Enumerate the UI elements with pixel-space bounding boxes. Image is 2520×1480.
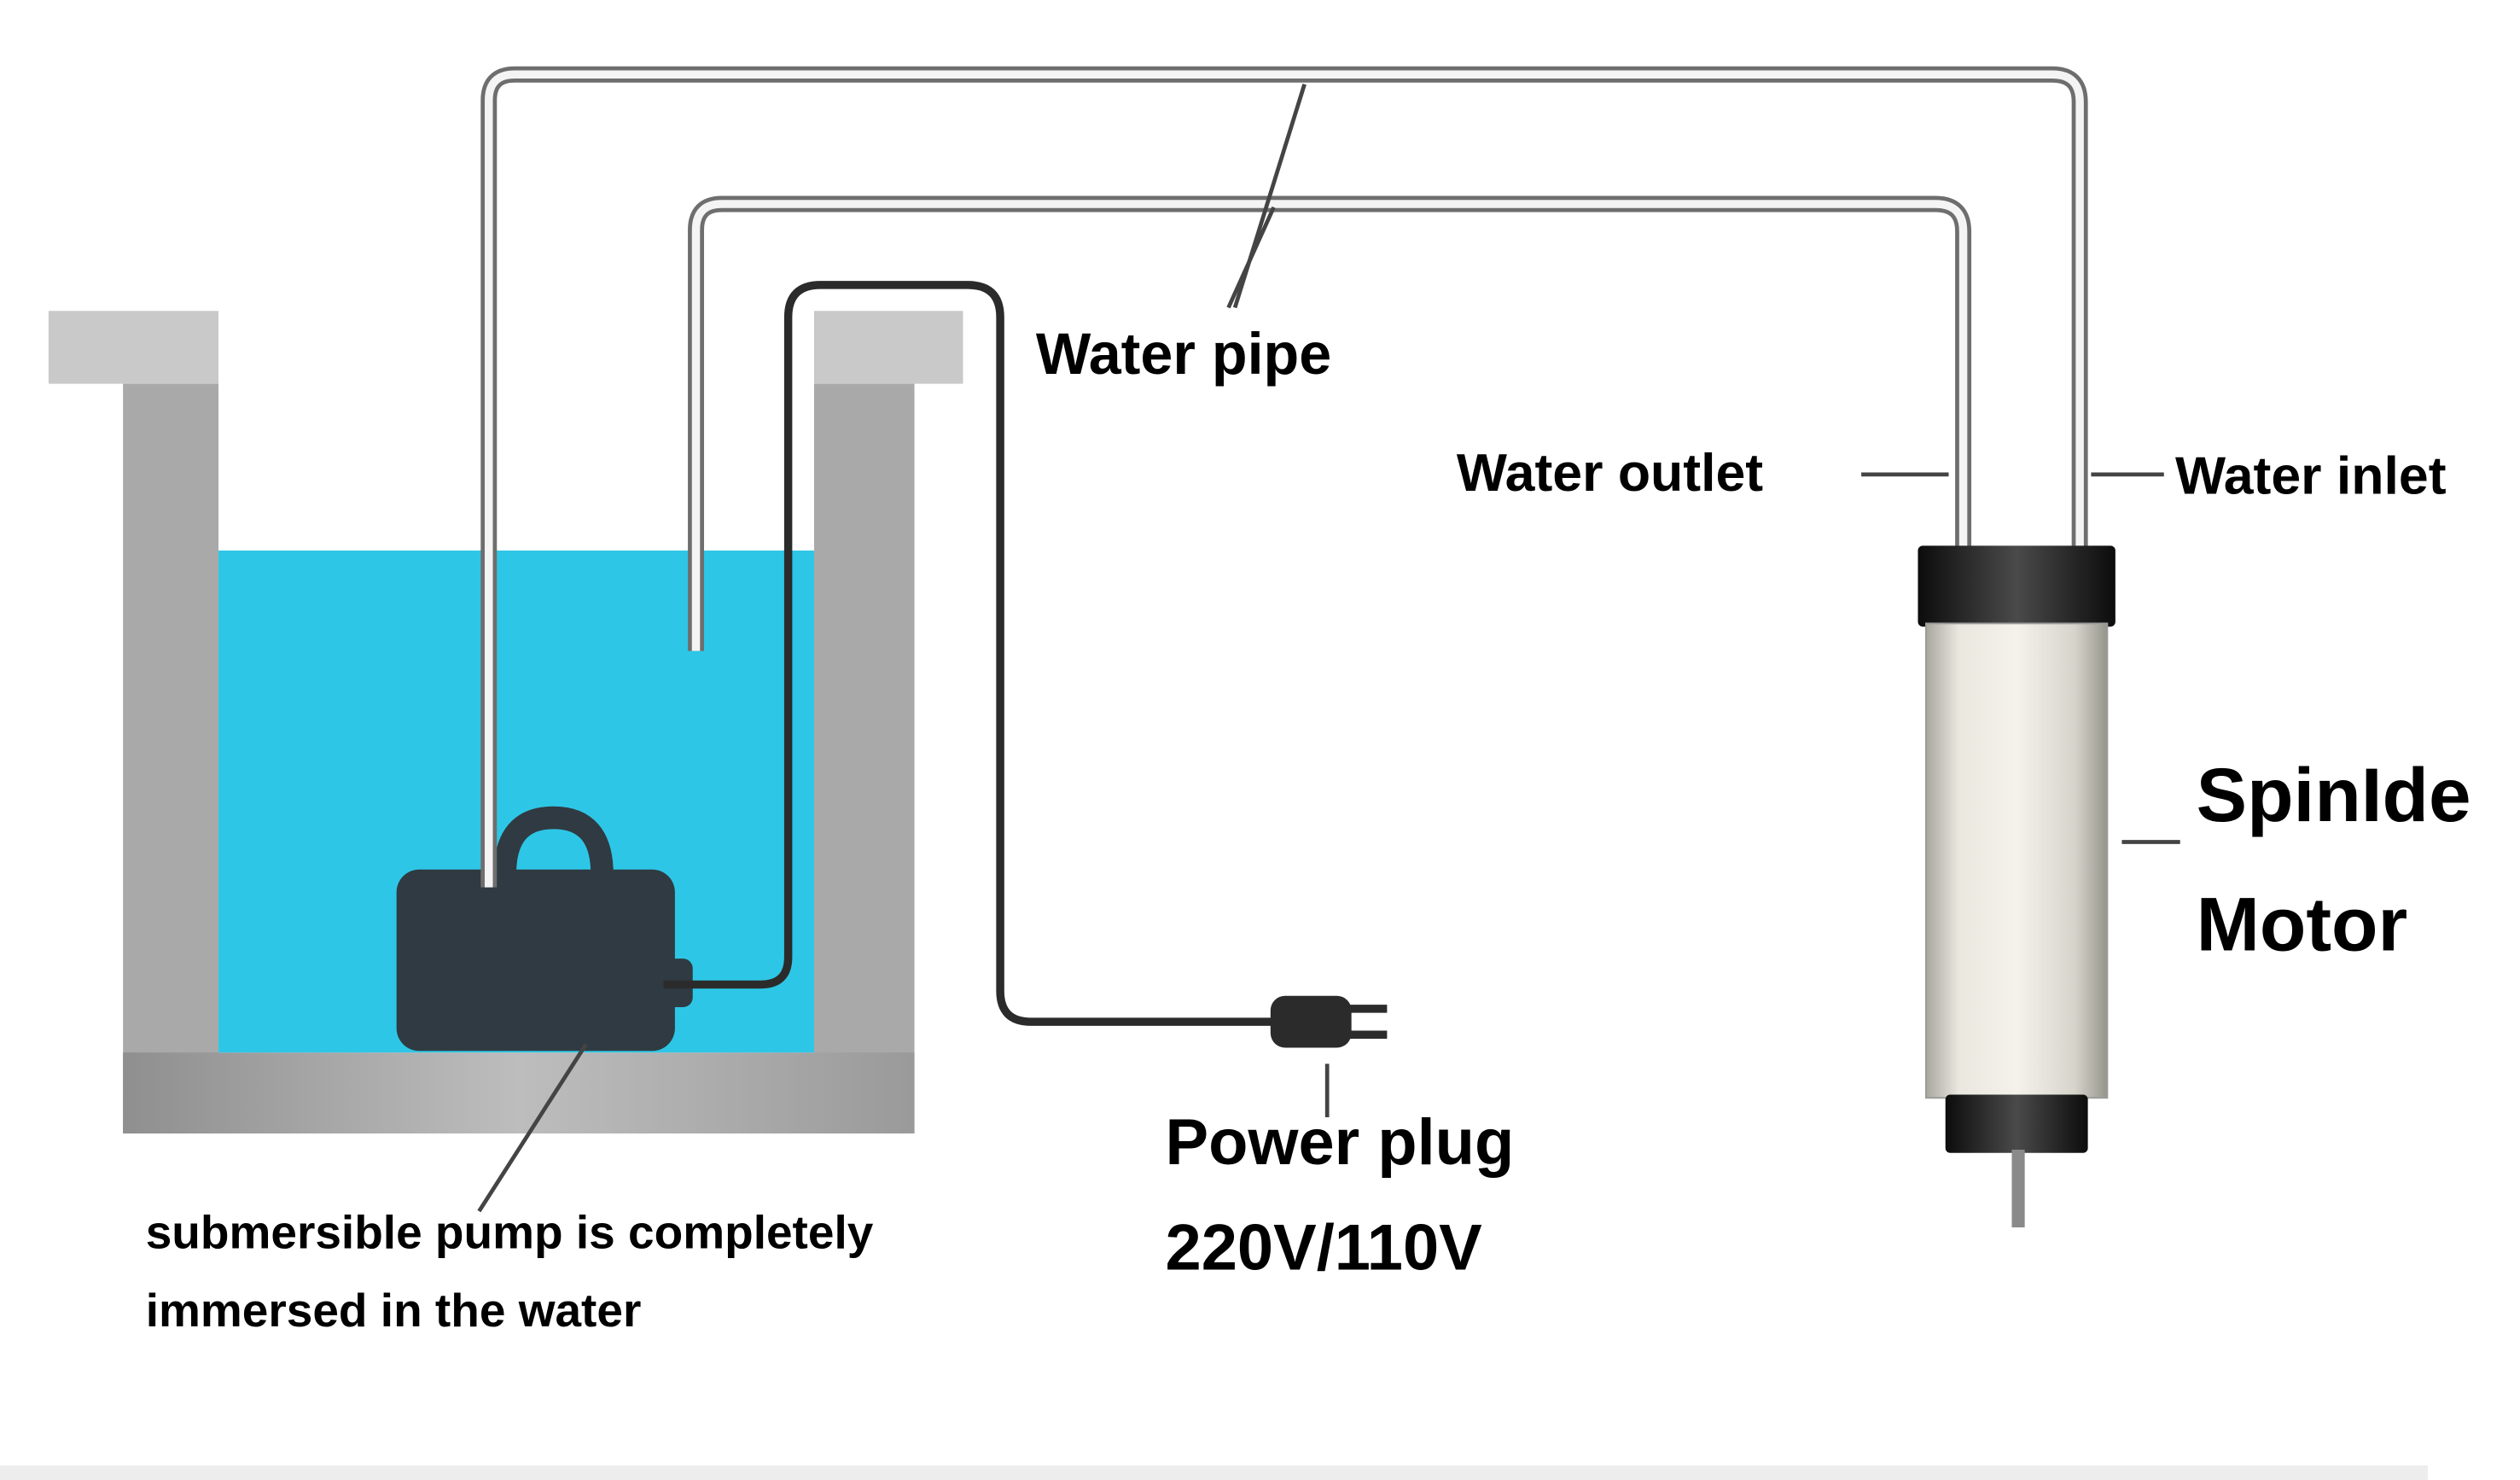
leader-lines <box>477 83 2180 1213</box>
pump-caption-leader <box>477 1043 588 1213</box>
power-plug-label-line2: 220V/110V <box>1166 1211 1483 1284</box>
submersible-pump <box>396 806 693 1052</box>
inlet-pipe <box>485 70 2084 888</box>
tank-left-wall <box>123 383 219 1134</box>
power-cord <box>663 281 1272 1026</box>
water-inlet-label: Water inlet <box>2175 446 2447 506</box>
tank-bottom <box>123 1052 915 1134</box>
water-pipe-leader-2 <box>1226 206 1276 309</box>
pump-handle <box>493 806 614 875</box>
power-plug-label-line1: Power plug <box>1166 1106 1515 1179</box>
tank-right-wall <box>813 383 915 1134</box>
water-pipe-label: Water pipe <box>1036 322 1331 387</box>
motor-bottom-cap <box>1945 1094 2088 1153</box>
water-pipes <box>480 66 2088 888</box>
power-plug-icon <box>1270 995 1388 1048</box>
spindle-motor-label-line1: SpinIde <box>2197 752 2471 837</box>
spindle-motor-label-line2: Motor <box>2197 882 2407 967</box>
photo-bottom-edge <box>0 1465 2428 1480</box>
pump-body <box>396 869 675 1052</box>
tank-left-rim <box>48 311 219 384</box>
pump-caption-line1: submersible pump is completely <box>146 1206 874 1259</box>
motor-body <box>1925 622 2109 1099</box>
water-tank <box>48 311 963 1134</box>
spindle-motor <box>1918 545 2116 1228</box>
motor-top-cap <box>1918 545 2116 627</box>
water-outlet-label: Water outlet <box>1457 443 1763 503</box>
plug-body <box>1270 995 1352 1048</box>
outlet-pipe <box>691 200 1968 651</box>
motor-shaft <box>2011 1149 2025 1228</box>
tank-right-rim <box>813 311 963 384</box>
pump-caption-line2: immersed in the water <box>146 1284 642 1337</box>
labels: Water pipe Water outlet Water inlet Spin… <box>146 322 2471 1337</box>
